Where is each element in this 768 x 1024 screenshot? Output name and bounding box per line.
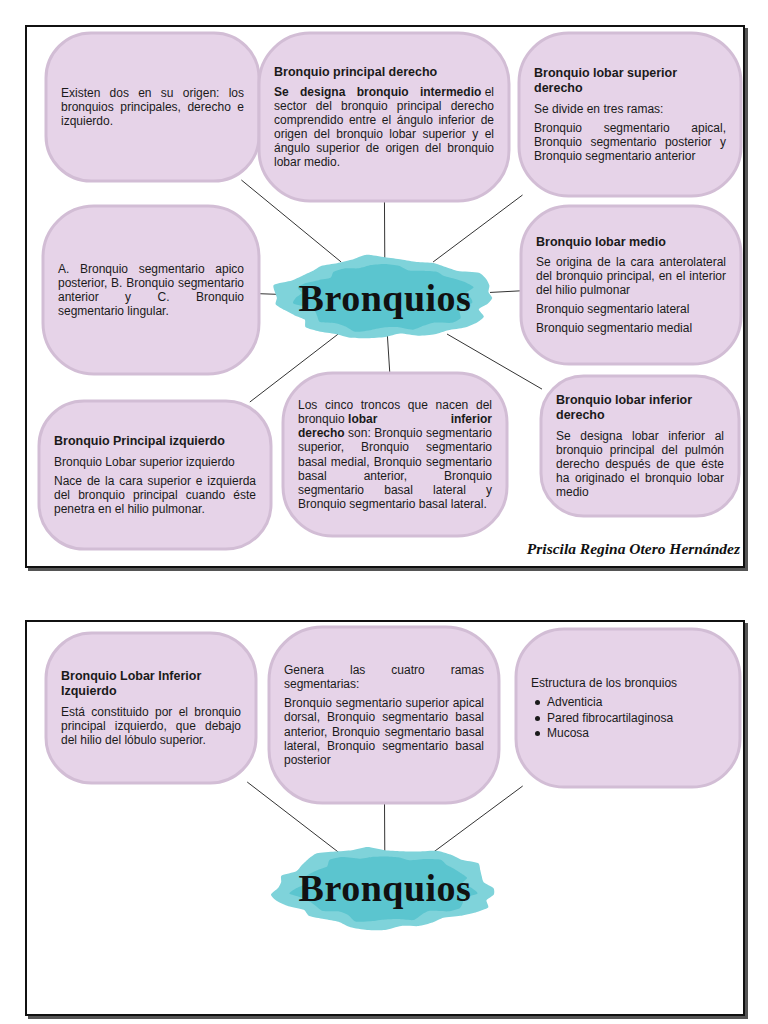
bold-text: Se designa bronquio intermedio [274, 85, 481, 99]
bullet-dot [535, 700, 540, 705]
bullet-dot [535, 716, 540, 721]
node-text: Bronquio segmentario apical, Bronquio se… [534, 121, 726, 163]
bubble-fill [269, 627, 499, 803]
node-text: Bronquio segmentario superior apical dor… [284, 696, 484, 766]
topic-title: Bronquios [299, 276, 472, 320]
concept-bubble: Bronquio Lobar Inferior IzquierdoEstá co… [45, 632, 257, 784]
concept-bubble: Existen dos en su origen: los bronquios … [45, 32, 260, 182]
node-text: Se designa lobar inferior al bronquio pr… [556, 429, 724, 499]
blob-inner [293, 264, 474, 332]
bubble-fill [516, 629, 740, 787]
node-text: Bronquio Lobar superior izquierdo [54, 455, 256, 469]
node-heading: Bronquio principal derecho [274, 65, 494, 80]
bubble-fill [46, 33, 259, 181]
text-block: Bronquio lobar inferior derecho Se design… [556, 393, 724, 498]
bubble-fill [519, 33, 741, 196]
topic-title: Bronquios [299, 866, 472, 910]
list-item: Adventicia [531, 695, 725, 709]
text-block: Genera las cuatro ramas segmentarias: Bro… [284, 663, 484, 766]
paragraph: Se designa bronquio intermedioel sector … [274, 85, 494, 169]
bubble-fill [43, 206, 259, 374]
text-block: Existen dos en su origen: los bronquios … [61, 86, 244, 128]
connector-line [433, 195, 522, 262]
node-text: Existen dos en su origen: los bronquios … [61, 86, 244, 128]
bubble-fill [283, 373, 507, 536]
node-heading: Bronquio lobar inferior derecho [556, 393, 724, 422]
node-heading: Bronquio lobar superior derecho [534, 66, 726, 95]
center-topic-blob: Bronquios [270, 842, 500, 934]
node-heading: Bronquio Principal izquierdo [54, 434, 256, 449]
text-block: Los cinco troncos que nacen del bronquio… [298, 398, 492, 510]
concept-bubble: Bronquio principal derecho Se designa bro… [258, 32, 510, 202]
bubble-fill [46, 633, 256, 783]
concept-bubble: A. Bronquio segmentario apico posterior,… [42, 205, 260, 375]
node-heading: Bronquio Lobar Inferior Izquierdo [61, 669, 241, 698]
bubble-fill [39, 401, 271, 549]
list-item: Pared fibrocartilaginosa [531, 711, 725, 725]
connector-line [387, 334, 390, 374]
node-text: Bronquio segmentario lateral [536, 302, 726, 316]
bubble-fill [259, 33, 509, 201]
text-block: Estructura de los bronquiosAdventiciaPar… [531, 676, 725, 739]
blob-inner [289, 856, 477, 921]
node-text: Se divide en tres ramas: [534, 102, 726, 116]
paragraph: Los cinco troncos que nacen del bronquio… [298, 398, 492, 510]
text-block: Bronquios [299, 866, 472, 910]
node-text: Bronquio segmentario medial [536, 321, 726, 335]
bullet-dot [535, 731, 540, 736]
bubble-fill [521, 206, 741, 364]
text-block: Bronquio lobar medio Se origina de la car… [536, 235, 726, 336]
concept-bubble: Bronquio Principal izquierdoBronquio Lob… [38, 400, 272, 550]
concept-bubble: Bronquio lobar medio Se origina de la car… [520, 205, 742, 365]
node-text: Está constituido por el bronquio princip… [61, 705, 241, 747]
concept-bubble: Bronquio lobar superior derecho Se divide… [518, 32, 742, 197]
text-block: Bronquios [299, 276, 472, 320]
blob-outer [273, 255, 492, 339]
node-text: Estructura de los bronquios [531, 676, 725, 690]
center-topic-blob: Bronquios [270, 252, 500, 344]
connector-line [490, 291, 522, 293]
body-text: son: Bronquio segmentario superior, Bron… [298, 426, 492, 510]
node-heading: Bronquio lobar medio [536, 235, 726, 250]
list-item: Mucosa [531, 726, 725, 740]
author-signature: Priscila Regina Otero Hernández [527, 540, 740, 558]
concept-bubble: Los cinco troncos que nacen del bronquio… [282, 372, 508, 537]
node-text: A. Bronquio segmentario apico posterior,… [58, 262, 244, 318]
text-block: Bronquio Principal izquierdoBronquio Lob… [54, 434, 256, 516]
node-text: Se origina de la cara anterolateral del … [536, 255, 726, 297]
text-block: Bronquio principal derecho Se designa bro… [274, 65, 494, 170]
bubble-fill [541, 376, 739, 516]
concept-bubble: Bronquio lobar inferior derecho Se design… [540, 375, 740, 517]
node-text: Nace de la cara superior e izquierda del… [54, 474, 256, 516]
blob-outer [271, 847, 494, 930]
concept-bubble: Genera las cuatro ramas segmentarias: Bro… [268, 626, 500, 804]
text-block: A. Bronquio segmentario apico posterior,… [58, 262, 244, 318]
node-text: Genera las cuatro ramas segmentarias: [284, 663, 484, 691]
connector-line [384, 200, 385, 262]
connector-line [384, 802, 385, 852]
concept-bubble: Estructura de los bronquiosAdventiciaPar… [515, 628, 741, 788]
text-block: Bronquio Lobar Inferior IzquierdoEstá co… [61, 669, 241, 746]
text-block: Bronquio lobar superior derecho Se divide… [534, 66, 726, 162]
